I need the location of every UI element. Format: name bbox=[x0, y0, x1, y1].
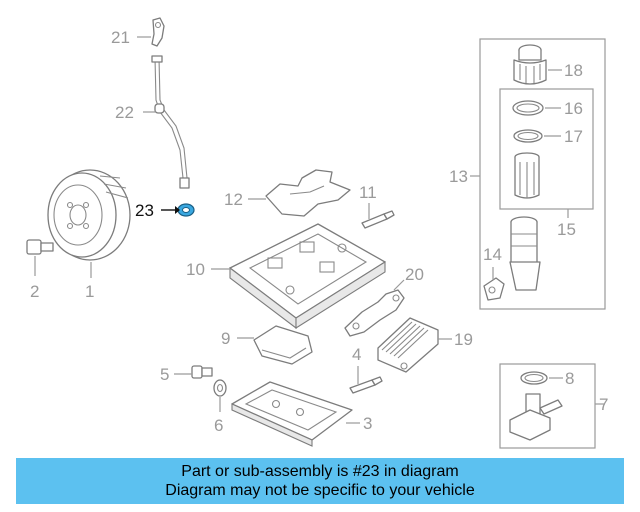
part-21-dipstick-handle bbox=[151, 17, 165, 47]
leader-23-arrowhead bbox=[175, 206, 180, 214]
part-12-cover-plate bbox=[265, 169, 351, 217]
part-9-baffle bbox=[253, 325, 313, 365]
callout-5: 5 bbox=[160, 365, 169, 384]
part-3-lower-oil-pan bbox=[231, 381, 353, 447]
callout-14: 14 bbox=[483, 245, 502, 264]
callout-6: 6 bbox=[214, 416, 223, 435]
part-16-o-ring bbox=[512, 100, 544, 116]
part-18-filter-cap bbox=[513, 44, 547, 85]
callout-10: 10 bbox=[186, 260, 205, 279]
callout-11: 11 bbox=[359, 183, 377, 202]
info-banner: Part or sub-assembly is #23 in diagram D… bbox=[16, 458, 624, 504]
callout-12: 12 bbox=[224, 190, 243, 209]
callout-19: 19 bbox=[454, 330, 473, 349]
kit-15-box bbox=[499, 88, 594, 210]
callout-21: 21 bbox=[111, 28, 130, 47]
part-14-filter-housing bbox=[483, 216, 541, 301]
callout-2: 2 bbox=[30, 282, 39, 301]
part-6-washer bbox=[213, 379, 227, 397]
callout-7: 7 bbox=[599, 395, 608, 414]
part-4-sealant-tube bbox=[349, 376, 383, 394]
part-2-bolt bbox=[26, 239, 54, 255]
part-17-o-ring bbox=[513, 129, 543, 143]
callout-22: 22 bbox=[115, 103, 134, 122]
callout-20: 20 bbox=[405, 265, 424, 284]
assembly-7-box bbox=[499, 363, 596, 449]
part-23-seal bbox=[177, 203, 195, 217]
part-1-pulley bbox=[47, 169, 131, 261]
part-10-upper-oil-pan bbox=[229, 223, 386, 330]
callout-15: 15 bbox=[557, 220, 576, 239]
callout-13: 13 bbox=[449, 167, 468, 186]
part-19-oil-cooler bbox=[377, 317, 439, 373]
callout-23: 23 bbox=[135, 201, 154, 220]
oil-level-sensor bbox=[509, 393, 563, 441]
part-5-drain-plug bbox=[191, 365, 213, 379]
part-8-o-ring bbox=[520, 371, 548, 385]
part-20-gasket bbox=[344, 289, 405, 337]
callout-9: 9 bbox=[221, 329, 230, 348]
callout-3: 3 bbox=[363, 414, 372, 433]
callout-4: 4 bbox=[352, 345, 361, 364]
part-22-dipstick-tube bbox=[151, 55, 190, 189]
assembly-13-box bbox=[479, 38, 606, 310]
part-11-sealant-tube bbox=[361, 210, 395, 229]
callout-17: 17 bbox=[564, 127, 583, 146]
callout-1: 1 bbox=[85, 282, 94, 301]
banner-line-1: Part or sub-assembly is #23 in diagram bbox=[181, 463, 459, 480]
parts-diagram: 21 22 23 1 2 12 bbox=[26, 17, 608, 449]
callout-8: 8 bbox=[565, 369, 574, 388]
leader-20 bbox=[393, 279, 405, 291]
filter-element bbox=[514, 152, 540, 199]
callout-18: 18 bbox=[564, 61, 583, 80]
callout-16: 16 bbox=[564, 99, 583, 118]
banner-line-2: Diagram may not be specific to your vehi… bbox=[165, 482, 475, 499]
